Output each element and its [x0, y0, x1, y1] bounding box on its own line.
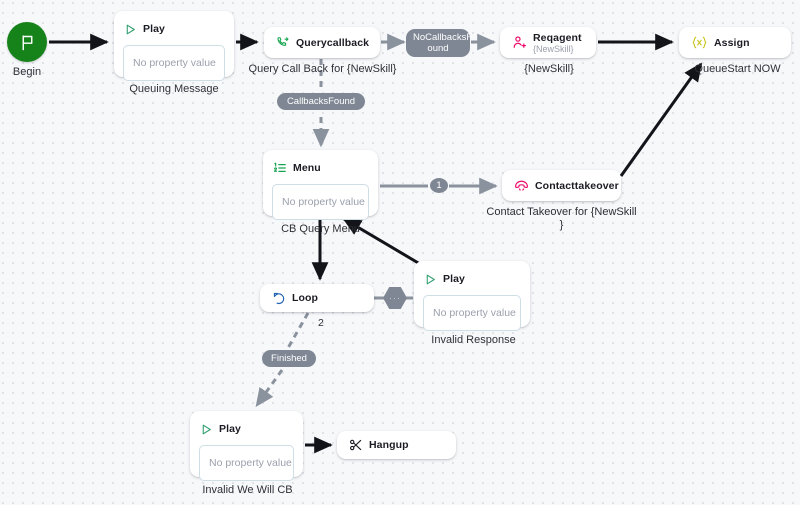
node-header: Hangup: [337, 431, 456, 459]
edge-loop-to-finished: [286, 312, 310, 349]
edge-badge-loop-more-options[interactable]: ···: [383, 287, 407, 309]
loop-arrow-icon: [273, 292, 285, 305]
numbered-list-icon: [274, 162, 286, 172]
play-icon: [426, 274, 435, 284]
node-loop[interactable]: Loop: [260, 284, 374, 312]
caption-cb-query-menu: CB Query Menu: [281, 223, 360, 235]
node-header: Reqagent {NewSkill}: [500, 27, 596, 58]
property-placeholder: No property value: [282, 196, 365, 208]
node-title: Hangup: [369, 439, 409, 451]
node-reqagent[interactable]: Reqagent {NewSkill}: [500, 27, 596, 58]
edge-contacttakeover-to-assign: [619, 62, 703, 177]
node-title: Loop: [292, 292, 319, 304]
node-title: Play: [443, 273, 465, 285]
node-title: Querycallback: [296, 36, 370, 49]
edge-label-finished[interactable]: Finished: [262, 350, 316, 367]
play-icon: [126, 24, 135, 34]
node-title: Assign: [714, 36, 750, 49]
flag-icon: [22, 34, 32, 50]
caption-contacttakeover: Contact Takeover for {NewSkill }: [486, 206, 637, 231]
node-cb-query-menu[interactable]: Menu No property value: [263, 150, 378, 220]
node-header: Play: [190, 411, 303, 443]
node-queuing-message[interactable]: Play No property value: [114, 11, 234, 81]
node-title: Reqagent: [533, 31, 582, 44]
property-field-invalid-response[interactable]: No property value: [423, 295, 521, 331]
node-begin[interactable]: [7, 22, 47, 62]
node-header: Loop: [260, 284, 374, 312]
edge-badge-menu-option-1[interactable]: 1: [430, 178, 448, 193]
node-header: Querycallback: [264, 27, 380, 58]
node-title: Contacttakeover: [535, 179, 619, 192]
phone-transfer-icon: [515, 180, 528, 191]
edge-count-loop-2: 2: [318, 317, 324, 329]
edge-label-callbacksfound[interactable]: CallbacksFound: [277, 93, 365, 110]
caption-invalid-response: Invalid Response: [431, 334, 516, 346]
scissors-icon: [350, 439, 362, 451]
caption-assign: QueueStart NOW: [694, 63, 781, 75]
caption-invalid-we-will-cb: Invalid We Will CB: [202, 484, 293, 496]
person-add-icon: [513, 36, 526, 48]
braces-x-icon: [692, 36, 707, 49]
node-title: Play: [219, 423, 241, 435]
node-header: Play: [114, 11, 234, 43]
play-icon: [202, 424, 211, 434]
node-invalid-we-will-cb[interactable]: Play No property value: [190, 411, 303, 481]
node-header: Contacttakeover: [502, 170, 621, 201]
node-assign[interactable]: Assign: [679, 27, 791, 58]
caption-queuing-message: Queuing Message: [129, 83, 219, 95]
property-field-invalid-we-will-cb[interactable]: No property value: [199, 445, 294, 481]
node-subtitle: {NewSkill}: [533, 43, 574, 54]
caption-reqagent: {NewSkill}: [524, 63, 574, 75]
edge-finished-to-invalidwewillcb: [255, 369, 284, 407]
property-field-cb-query-menu[interactable]: No property value: [272, 184, 369, 220]
node-querycallback[interactable]: Querycallback: [264, 27, 380, 58]
caption-begin: Begin: [12, 66, 42, 78]
node-header: Play: [414, 261, 530, 293]
caption-querycallback: Query Call Back for {NewSkill}: [248, 63, 397, 75]
node-hangup[interactable]: Hangup: [337, 431, 456, 459]
property-placeholder: No property value: [209, 457, 292, 469]
property-placeholder: No property value: [433, 307, 516, 319]
phone-callback-icon: [277, 36, 289, 46]
property-field-queuing-message[interactable]: No property value: [123, 45, 225, 81]
node-title-group: Reqagent {NewSkill}: [533, 32, 582, 54]
node-invalid-response[interactable]: Play No property value: [414, 261, 530, 331]
node-header: Assign: [679, 27, 791, 58]
node-contacttakeover[interactable]: Contacttakeover: [502, 170, 621, 201]
node-title: Menu: [293, 162, 321, 174]
edge-label-nocallbacksfound[interactable]: NoCallbacksF ound: [406, 29, 472, 57]
node-header: Menu: [263, 150, 378, 182]
node-title: Play: [143, 23, 165, 35]
property-placeholder: No property value: [133, 57, 216, 69]
